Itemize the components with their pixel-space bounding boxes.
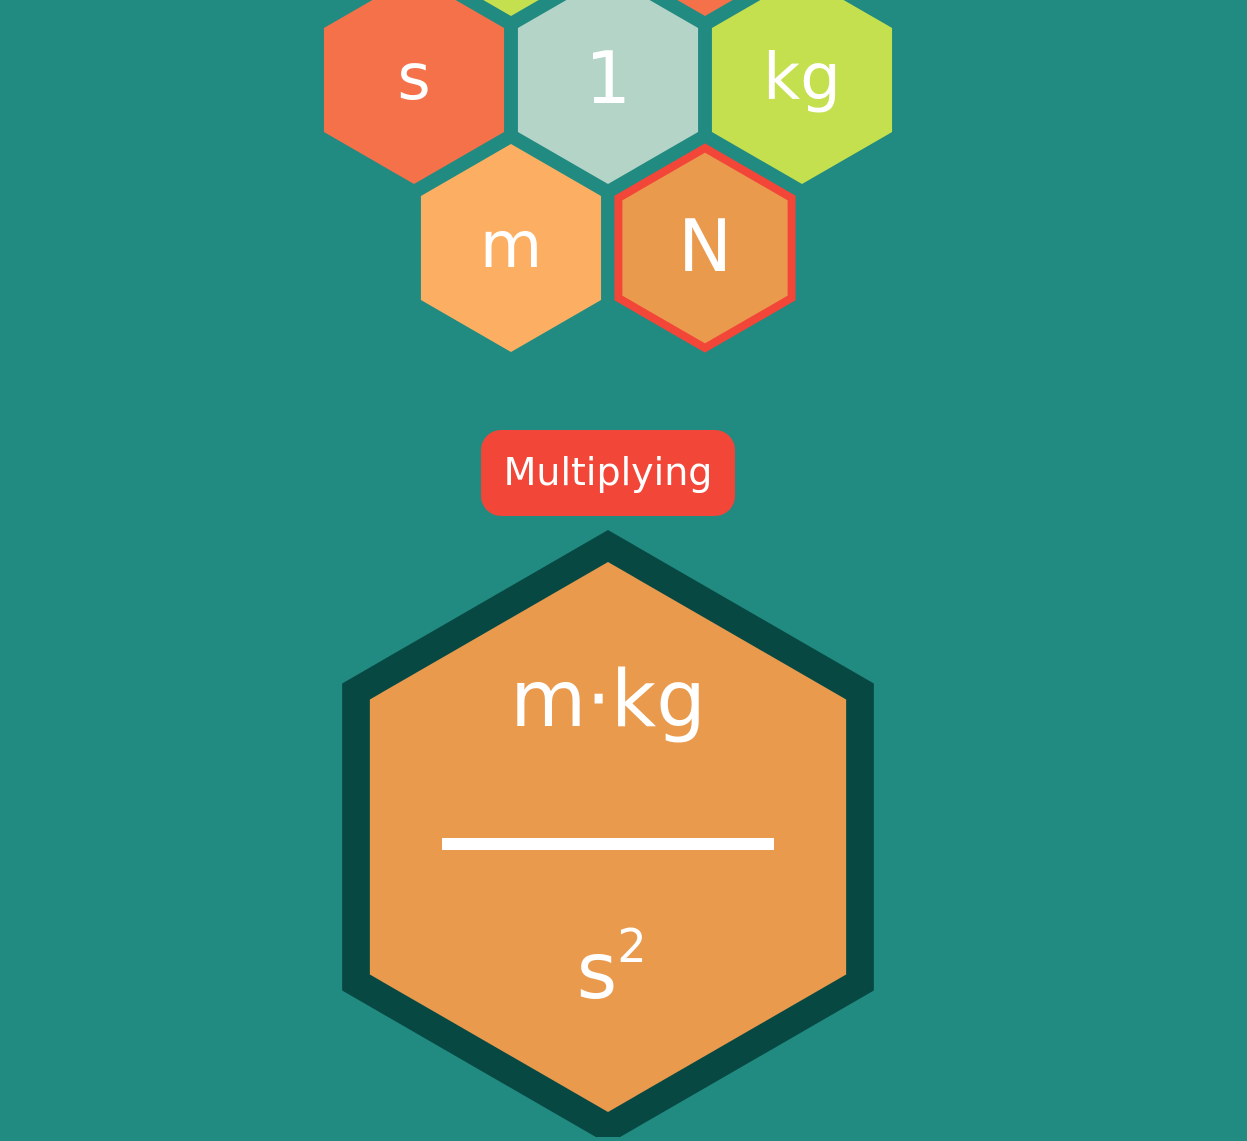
tile-label: kg [763,41,841,115]
result-tile: m·kg s 2 [342,530,874,1141]
result-numerator: m·kg [510,655,705,745]
result-exponent: 2 [617,919,646,973]
tile-m[interactable]: m [420,144,602,352]
tile-label: 1 [585,36,631,120]
operation-badge[interactable]: Multiplying [481,430,735,516]
tile-s[interactable]: s [323,0,505,184]
fraction-bar [442,838,774,850]
operation-label: Multiplying [504,450,713,494]
tile-label: s [397,41,430,115]
tile-label: m [480,209,542,283]
tile-n[interactable]: N [614,143,796,353]
tile-1[interactable]: 1 [517,0,699,184]
tile-kg[interactable]: kg [711,0,893,184]
result-denominator: s [577,927,618,1017]
tile-partial-green[interactable] [421,0,601,16]
tile-partial-orange[interactable] [615,0,795,16]
tile-label: N [678,204,732,288]
